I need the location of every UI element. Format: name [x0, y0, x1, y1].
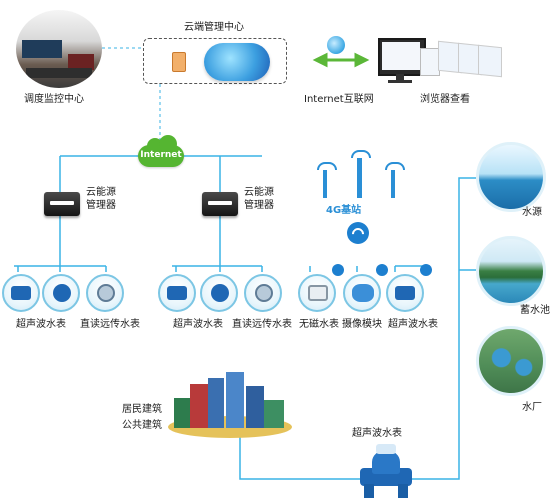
signal-badge-3: [420, 264, 432, 276]
buildings-image: [168, 372, 292, 438]
browser-screens-icon: [378, 38, 508, 86]
internet-globe-icon: [327, 36, 345, 54]
ultrasonic-meter-5: [386, 274, 424, 312]
direct-reading-meter-1-label: 直读远传水表: [80, 319, 140, 330]
manager-1-label: 云能源管理器: [86, 187, 116, 211]
wifi-signal-icon: [347, 222, 369, 244]
main-ultrasonic-meter-icon: [360, 444, 412, 498]
public-buildings-label: 公共建筑: [122, 420, 162, 431]
signal-badge-2: [376, 264, 388, 276]
water-source-label: 水源: [522, 207, 542, 218]
water-chain-line: [458, 177, 476, 362]
water-plant-label: 水厂: [522, 402, 542, 413]
internet-cloud-label: Internet: [140, 150, 182, 160]
direct-reading-meter-2: [244, 274, 282, 312]
direct-reading-meter-2-label: 直读远传水表: [232, 319, 292, 330]
ultrasonic-meter-4: [200, 274, 238, 312]
non-magnetic-meter: [298, 274, 336, 312]
ultrasonic-meter-3-label: 超声波水表: [173, 319, 223, 330]
residential-buildings-label: 居民建筑: [122, 404, 162, 415]
water-source-image: [476, 142, 546, 212]
right-branch: [309, 265, 430, 272]
base-station-label: 4G基站: [326, 205, 362, 216]
cloud-icon: [204, 43, 270, 81]
browser-label: 浏览器查看: [420, 94, 470, 105]
dispatch-center-image: [16, 10, 102, 88]
cloud-center-box: [143, 38, 287, 84]
reservoir-label: 蓄水池: [520, 305, 550, 316]
ultrasonic-meter-3: [158, 274, 196, 312]
dispatch-center-label: 调度监控中心: [24, 94, 84, 105]
ultrasonic-meter-1-label: 超声波水表: [16, 319, 66, 330]
non-magnetic-meter-label: 无磁水表: [299, 319, 339, 330]
direct-reading-meter-1: [86, 274, 124, 312]
pipe-left: [239, 431, 373, 480]
main-meter-label: 超声波水表: [352, 428, 402, 439]
cloud-energy-manager-2: [202, 192, 238, 216]
cloud-energy-manager-1: [44, 192, 80, 216]
ultrasonic-meter-5-label: 超声波水表: [388, 319, 438, 330]
camera-module: [343, 274, 381, 312]
server-icon: [172, 52, 186, 72]
internet-link-label: Internet互联网: [304, 94, 374, 105]
ultrasonic-meter-1: [2, 274, 40, 312]
cloud-center-label: 云端管理中心: [184, 22, 244, 33]
internet-cloud-icon: Internet: [138, 135, 184, 167]
base-station-towers: [315, 150, 405, 200]
water-plant-image: [476, 326, 546, 396]
reservoir-image: [476, 236, 546, 306]
manager-2-label: 云能源管理器: [244, 187, 274, 211]
ultrasonic-meter-2: [42, 274, 80, 312]
signal-badge-1: [332, 264, 344, 276]
pipe-right: [410, 362, 460, 480]
camera-module-label: 摄像模块: [342, 319, 382, 330]
